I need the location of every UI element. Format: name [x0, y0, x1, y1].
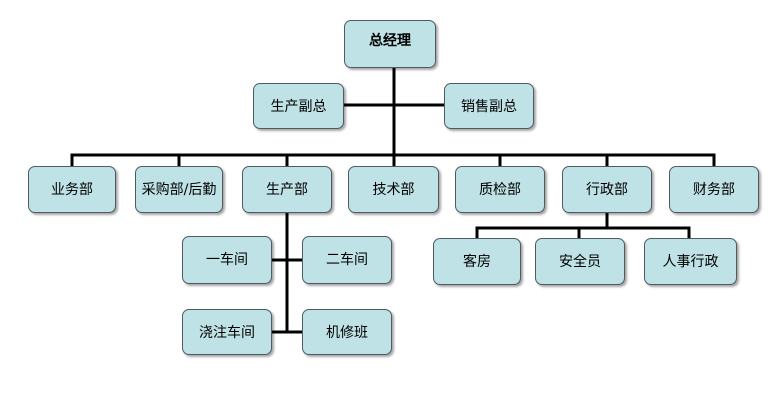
node-quality-dept: 质检部: [455, 166, 545, 213]
node-hr-admin: 人事行政: [644, 238, 737, 285]
node-guest-rooms: 客房: [433, 238, 521, 285]
node-technology-dept: 技术部: [348, 166, 439, 213]
node-sales-vp: 销售副总: [444, 83, 534, 129]
node-general-manager: 总经理: [344, 20, 436, 68]
node-admin-dept: 行政部: [562, 166, 652, 213]
node-business-dept: 业务部: [28, 166, 116, 213]
node-safety-officer: 安全员: [535, 238, 625, 285]
node-repair-team: 机修班: [302, 309, 392, 355]
node-production-dept: 生产部: [242, 166, 332, 213]
node-workshop-2: 二车间: [302, 236, 392, 284]
node-purchasing-dept: 采购部/后勤: [135, 166, 223, 213]
node-production-vp: 生产副总: [253, 83, 344, 129]
node-finance-dept: 财务部: [669, 166, 759, 213]
node-workshop-1: 一车间: [182, 236, 272, 284]
node-casting-workshop: 浇注车间: [182, 309, 272, 355]
